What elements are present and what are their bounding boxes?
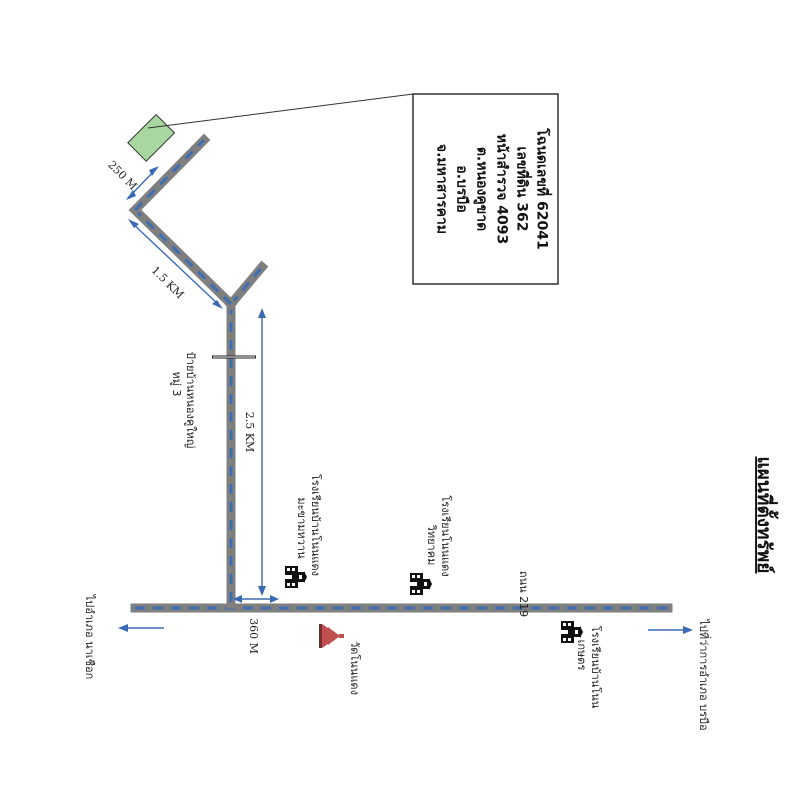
school-a: โรงเรียนบ้านโนนแดง มะขามหวาน bbox=[285, 474, 323, 588]
deed-box-frame bbox=[412, 93, 559, 285]
dim-250m-head-a bbox=[126, 190, 136, 200]
dim-360m-head-b bbox=[270, 595, 279, 603]
dim-1-5km-line bbox=[130, 221, 221, 307]
diagonal-road-250m-centerline bbox=[133, 138, 206, 212]
dim-2-5km-head-b bbox=[258, 586, 266, 596]
school-a-label-1: โรงเรียนบ้านโนนแดง bbox=[309, 474, 323, 576]
direction-left-label: ไปอำเภอ นาเชือก bbox=[83, 594, 96, 680]
deed-line-1: โฉนดเลขที่ 62041 bbox=[534, 127, 553, 249]
road-network bbox=[128, 133, 673, 613]
deed-line-4: ต.หนองคูขาด bbox=[474, 147, 490, 231]
main-road-label: ถนน 219 bbox=[517, 571, 530, 617]
temple-label: วัดโนนแดง bbox=[348, 641, 362, 695]
deed-line-2: เลขที่ดิน 362 bbox=[514, 147, 533, 232]
deed-box: โฉนดเลขที่ 62041 เลขที่ดิน 362 หน้าสำรวจ… bbox=[412, 93, 559, 285]
village-sign-label-2: หมู่ 3 bbox=[170, 372, 183, 397]
village-sign-label-1: ป้ายบ้านหนองคูใหญ่ bbox=[184, 352, 197, 448]
school-b-label-1: โรงเรียนโนนแดง bbox=[439, 495, 453, 576]
direction-left-arrow-head bbox=[118, 624, 128, 632]
school-c-label-1: โรงเรียนบ้านโนน bbox=[589, 626, 603, 709]
direction-right-label: ไปที่ว่าการอำเภอ บรบือ bbox=[697, 618, 712, 730]
deed-line-5: อ.บรบือ bbox=[454, 165, 470, 212]
village-sign: ป้ายบ้านหนองคูใหญ่ หมู่ 3 bbox=[170, 352, 256, 448]
dim-2-5km-head-a bbox=[258, 308, 266, 318]
school-c-label-2: เกษตร bbox=[575, 640, 588, 671]
dim-1-5km-head-b bbox=[212, 300, 223, 309]
school-b-label-2: วิทยาคม bbox=[425, 524, 438, 565]
map-title: แผนที่ตั้งทรัพย์ bbox=[753, 457, 779, 574]
deed-line-6: จ.มหาสารคาม bbox=[434, 144, 450, 234]
deed-leader-line bbox=[147, 93, 414, 129]
temple-icon bbox=[319, 624, 344, 648]
direction-right-arrow-head bbox=[683, 626, 693, 634]
school-b: โรงเรียนโนนแดง วิทยาคม bbox=[410, 495, 453, 595]
fork-road-right-centerline bbox=[229, 266, 264, 305]
direction-right: ไปที่ว่าการอำเภอ บรบือ bbox=[648, 618, 712, 731]
label-2-5km: 2.5 KM bbox=[243, 412, 256, 452]
deed-line-3: หน้าสำรวจ 4093 bbox=[494, 134, 510, 245]
diagonal-road-1-5km-centerline bbox=[133, 208, 233, 306]
school-c: โรงเรียนบ้านโนน เกษตร bbox=[561, 621, 603, 709]
direction-left: ไปอำเภอ นาเชือก bbox=[83, 594, 164, 680]
temple: วัดโนนแดง bbox=[319, 624, 362, 695]
dim-1-5km-head-a bbox=[128, 219, 139, 228]
dim-360m-head-a bbox=[233, 595, 242, 603]
label-360m: 360 M bbox=[247, 618, 260, 654]
school-a-icon bbox=[285, 566, 307, 588]
school-b-icon bbox=[410, 573, 432, 595]
label-250m: 250 M bbox=[105, 158, 139, 192]
dim-250m-head-b bbox=[149, 166, 159, 176]
property-plot bbox=[127, 113, 176, 162]
school-a-label-2: มะขามหวาน bbox=[295, 497, 308, 559]
